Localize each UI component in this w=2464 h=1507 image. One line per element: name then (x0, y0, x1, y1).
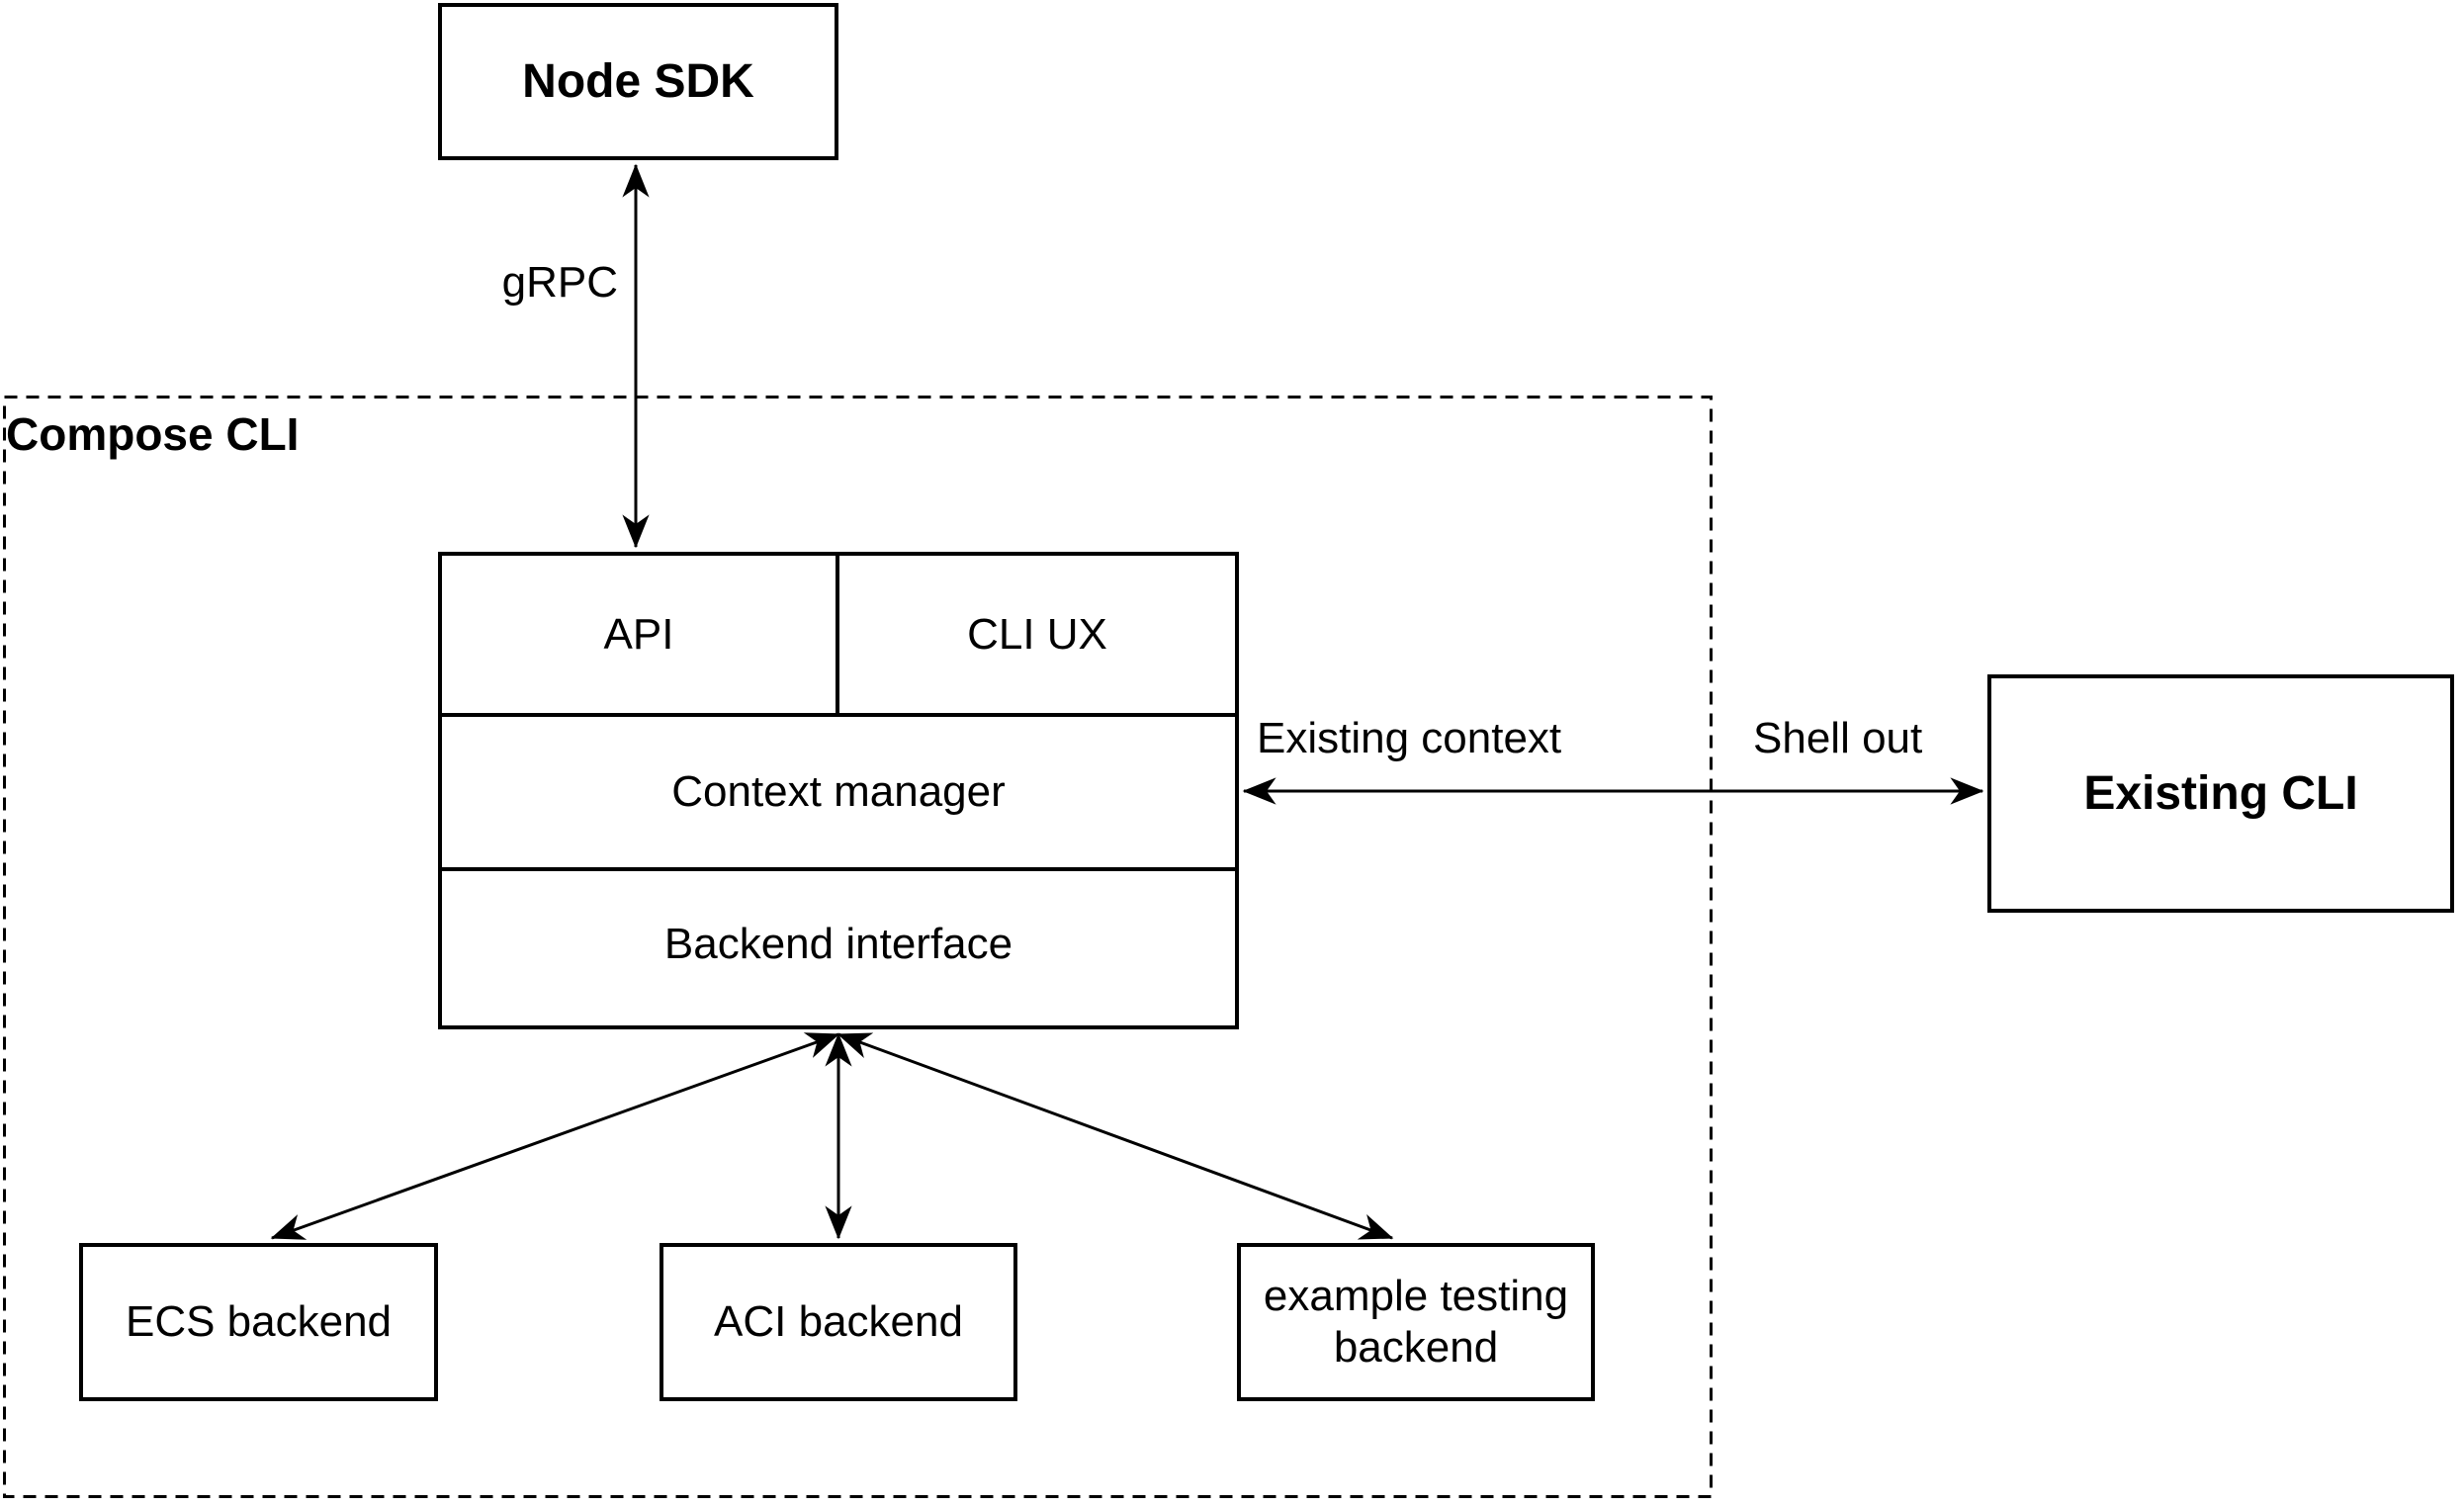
node-sdk-label: Node SDK (522, 55, 754, 108)
existing-cli-label: Existing CLI (2083, 767, 2358, 820)
cli-ux-cell: CLI UX (839, 556, 1235, 713)
cli-core-box: API CLI UX Context manager Backend inter… (438, 552, 1239, 1029)
compose-cli-label: Compose CLI (6, 408, 300, 460)
ecs-backend-label: ECS backend (125, 1297, 393, 1346)
aci-backend-box: ACI backend (660, 1243, 1017, 1401)
compose-cli-container-border (3, 396, 1713, 1498)
aci-backend-label: ACI backend (714, 1297, 963, 1346)
ecs-backend-box: ECS backend (79, 1243, 438, 1401)
backend-interface-label: Backend interface (663, 920, 1013, 968)
context-manager-row: Context manager (442, 713, 1235, 867)
backend-interface-row: Backend interface (442, 867, 1235, 1018)
api-cell: API (442, 556, 839, 713)
existing-cli-box: Existing CLI (1987, 674, 2454, 913)
context-manager-label: Context manager (671, 767, 1006, 816)
example-testing-backend-box: example testing backend (1237, 1243, 1595, 1401)
example-testing-backend-label: example testing backend (1263, 1272, 1569, 1372)
shell-out-label: Shell out (1753, 714, 1923, 762)
ecs-edge (270, 1032, 840, 1240)
grpc-label: gRPC (501, 258, 618, 307)
core-top-row: API CLI UX (442, 556, 1235, 713)
example-testing-edge (836, 1032, 1394, 1240)
node-sdk-box: Node SDK (438, 3, 838, 160)
api-label: API (603, 609, 674, 659)
existing-context-label: Existing context (1257, 714, 1562, 762)
cli-ux-label: CLI UX (967, 609, 1107, 659)
